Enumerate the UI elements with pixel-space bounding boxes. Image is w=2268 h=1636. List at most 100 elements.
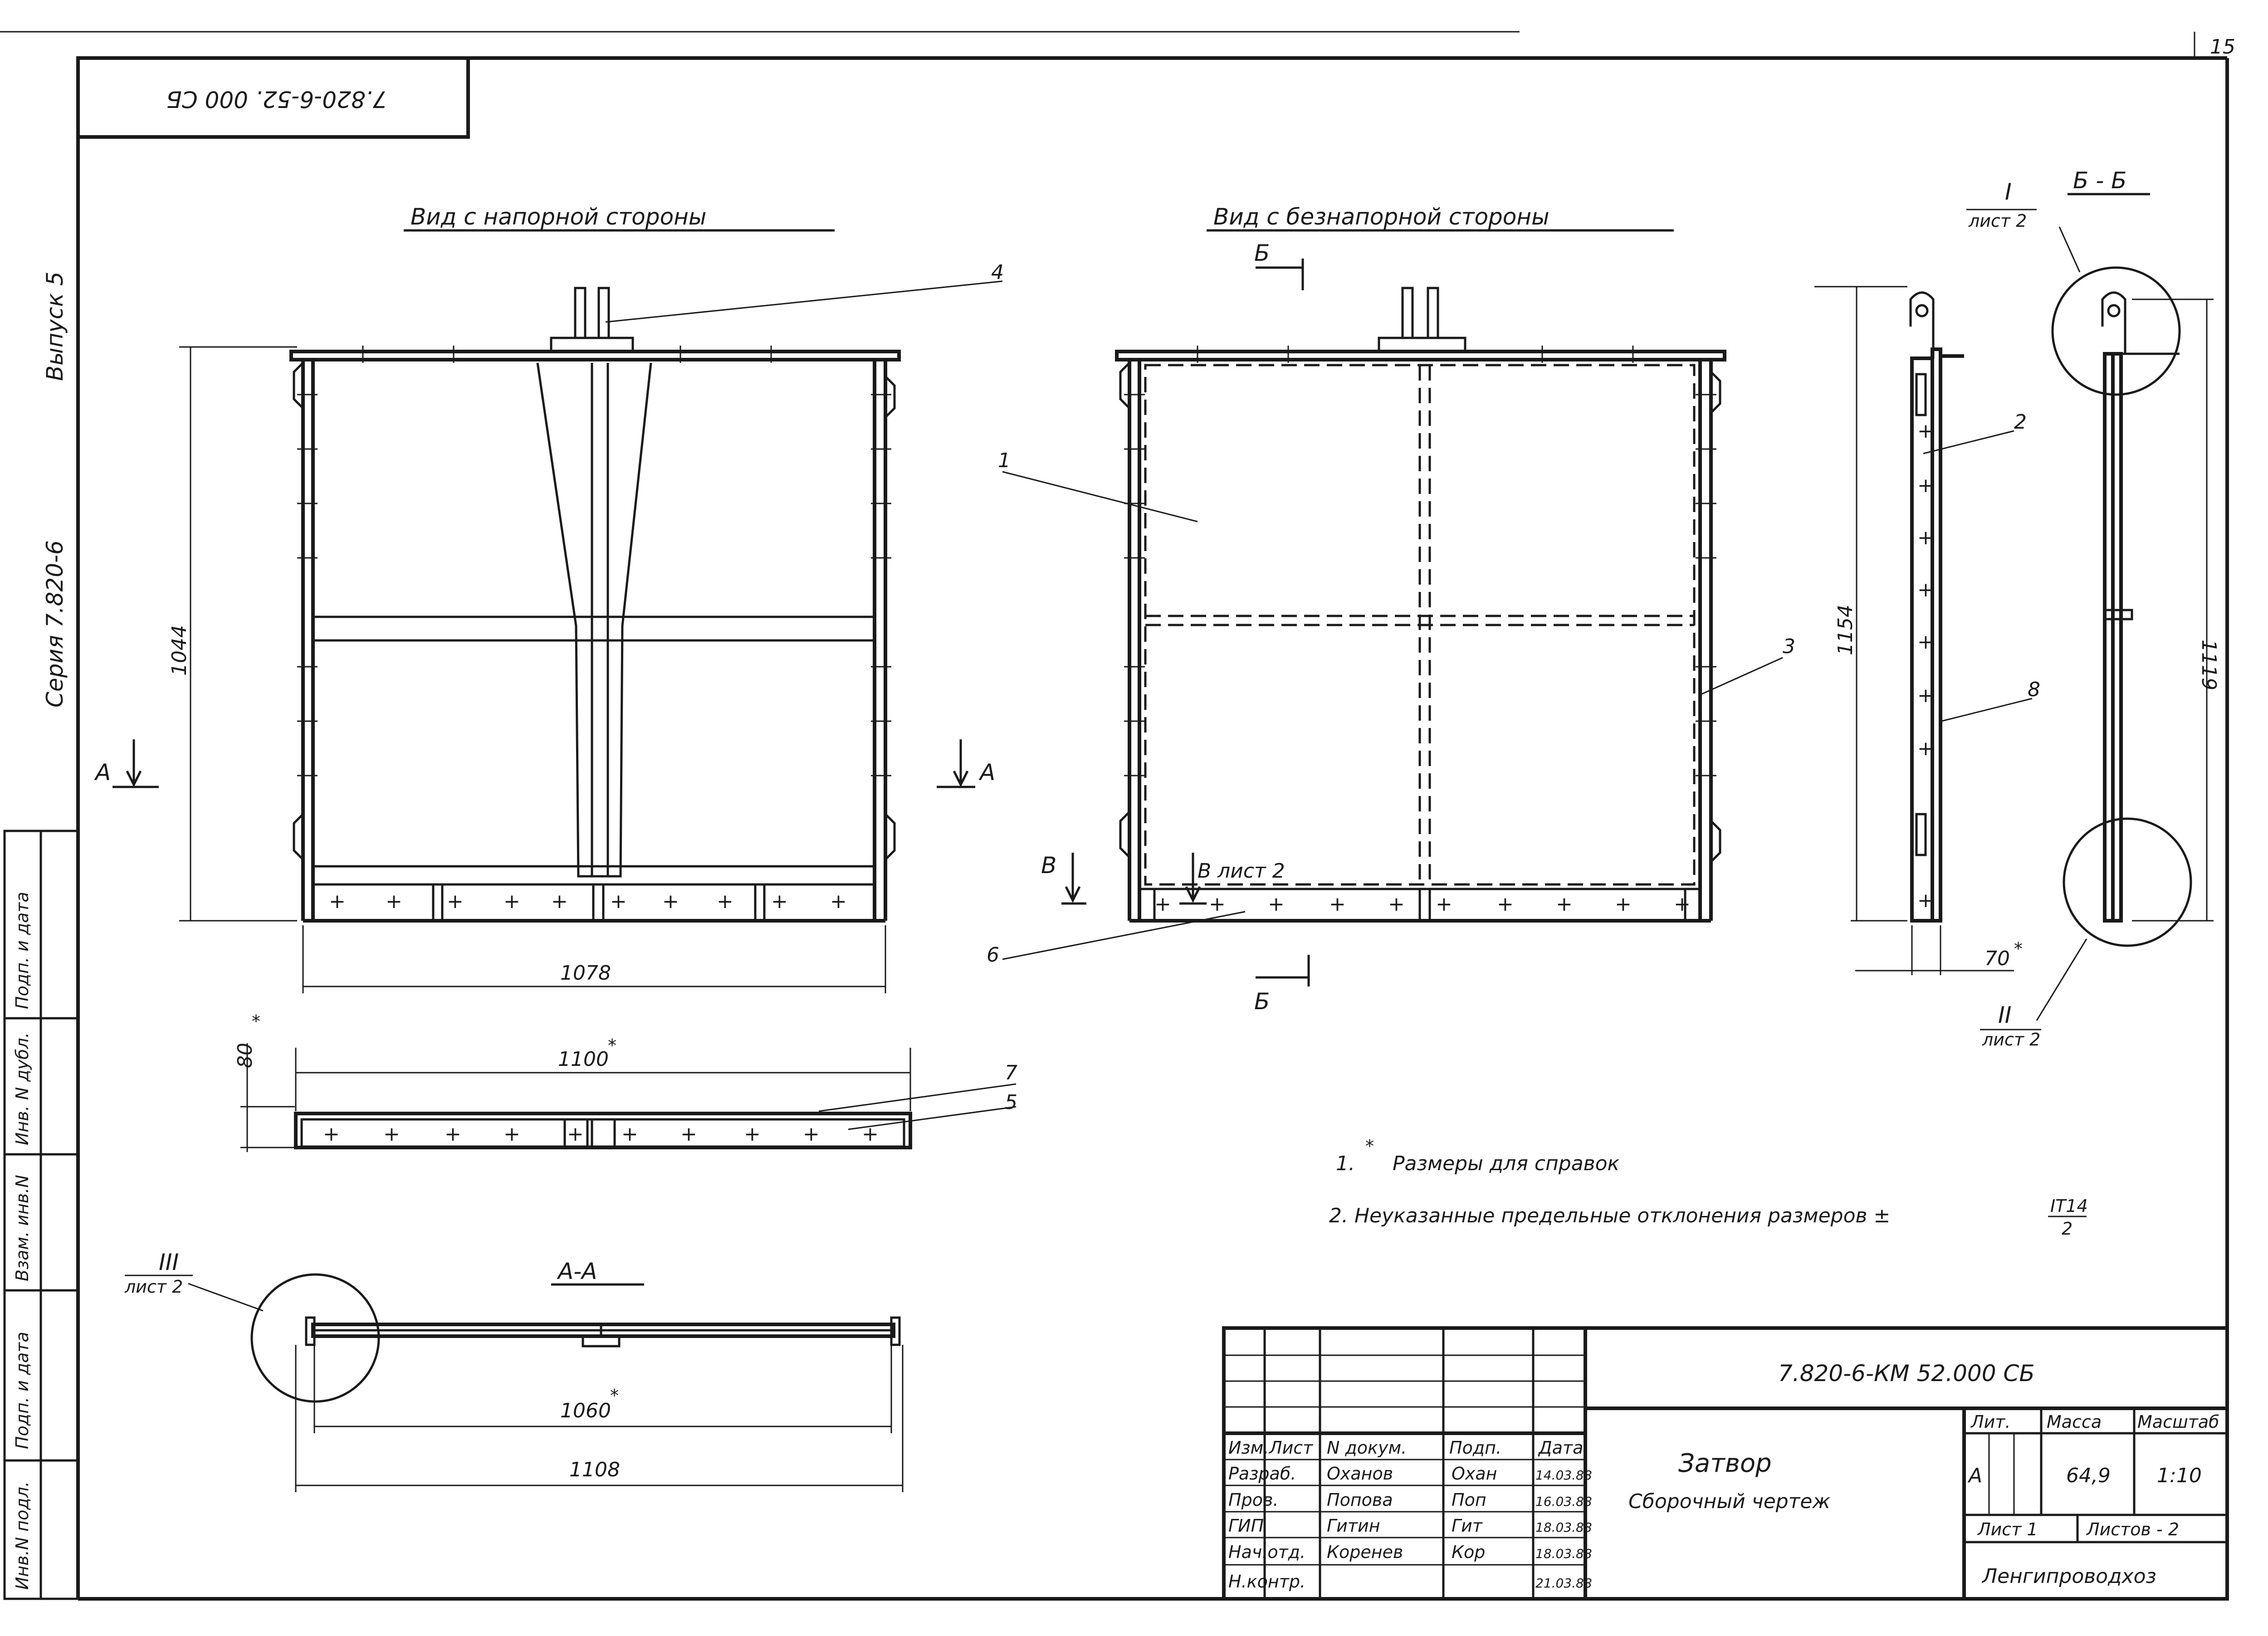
callout-3: 3 bbox=[1783, 635, 1795, 658]
section-v-left: В bbox=[1041, 852, 1056, 879]
sheets-count: Листов - 2 bbox=[2086, 1519, 2179, 1539]
svg-text:+: + bbox=[1917, 474, 1934, 497]
note-1-text: Размеры для справок bbox=[1393, 1152, 1620, 1175]
row-role: Пров. bbox=[1228, 1490, 1278, 1510]
detail-i-ref: лист 2 bbox=[1968, 211, 2027, 231]
svg-text:+: + bbox=[447, 890, 464, 913]
svg-text:+: + bbox=[771, 890, 788, 913]
central-rib bbox=[536, 362, 652, 878]
edge-ticks-front bbox=[297, 346, 891, 776]
svg-text:+: + bbox=[717, 890, 733, 913]
stamp-code: 7.820-6-52. 000 СБ bbox=[166, 86, 387, 112]
row-role: Н.контр. bbox=[1228, 1572, 1305, 1592]
dim-1044-label: 1044 bbox=[168, 625, 191, 676]
dim-1060-label: 1060 bbox=[560, 1399, 611, 1422]
callout-8: 8 bbox=[2028, 678, 2040, 701]
callout-1: 1 bbox=[998, 449, 1011, 472]
organization: Ленгипроводхоз bbox=[1981, 1565, 2156, 1588]
bolt-crosses-back: ++ ++ ++ ++ ++ bbox=[1154, 893, 1691, 916]
svg-text:+: + bbox=[1154, 893, 1171, 916]
section-bb: Б - Б 1119 I лист 2 II лист 2 bbox=[1966, 167, 2220, 1050]
side-lugs-back bbox=[1119, 362, 1721, 863]
svg-text:+: + bbox=[1917, 420, 1934, 443]
callout-4: 4 bbox=[991, 261, 1004, 284]
svg-text:+: + bbox=[803, 1123, 820, 1146]
detail-ii-label: II bbox=[1998, 1002, 2012, 1028]
note-2-text: 2. Неуказанные предельные отклонения раз… bbox=[1329, 1204, 1890, 1227]
col-header-date: Дата bbox=[1538, 1438, 1583, 1458]
dim-1078: 1078 bbox=[302, 925, 886, 993]
sheet-label: Лист 1 bbox=[1977, 1519, 2038, 1539]
side-view: ++ ++ ++ ++ 1154 70 * bbox=[1814, 286, 2023, 975]
mass-value: 64,9 bbox=[2066, 1464, 2111, 1487]
title-block: 7.820-6-КМ 52.000 СБ Затвор Сборочный че… bbox=[1222, 1326, 2229, 1601]
title-main: Затвор bbox=[1678, 1449, 1772, 1478]
scale-header: Масштаб bbox=[2137, 1412, 2219, 1432]
row-date: 14.03.88 bbox=[1535, 1468, 1592, 1483]
plan-bolt-crosses: ++ ++ ++ ++ ++ bbox=[323, 1123, 879, 1146]
svg-text:+: + bbox=[830, 890, 847, 913]
note-1-number: 1. bbox=[1336, 1152, 1355, 1175]
row-name: Гитин bbox=[1327, 1516, 1380, 1536]
svg-text:+: + bbox=[323, 1123, 340, 1146]
hidden-frame bbox=[1144, 364, 1696, 886]
issue-label: Выпуск 5 bbox=[42, 272, 68, 381]
row-date: 18.03.88 bbox=[1535, 1546, 1592, 1561]
side-strip: Серия 7.820-6 Выпуск 5 bbox=[42, 272, 68, 708]
dim-70-star: * bbox=[2014, 939, 2023, 959]
stamp-dup-inv: Инв. N дубл. bbox=[12, 1032, 32, 1145]
stamp-sign-date-2: Подп. и дата bbox=[12, 892, 32, 1009]
svg-text:+: + bbox=[1556, 893, 1573, 916]
svg-text:+: + bbox=[1917, 630, 1934, 654]
dim-1078-label: 1078 bbox=[560, 962, 611, 985]
dim-80-label: 80 bbox=[234, 1043, 257, 1068]
svg-text:+: + bbox=[1674, 893, 1691, 916]
detail-iii-label: III bbox=[159, 1249, 179, 1275]
svg-text:+: + bbox=[503, 890, 520, 913]
section-v-sheet-ref: В лист 2 bbox=[1198, 860, 1285, 883]
svg-text:+: + bbox=[1917, 526, 1934, 549]
detail-ii-ref: лист 2 bbox=[1982, 1030, 2040, 1050]
section-a-markers: А А bbox=[94, 739, 995, 788]
svg-text:+: + bbox=[567, 1123, 584, 1146]
back-view: ++ ++ ++ ++ ++ bbox=[1041, 240, 1726, 1015]
svg-text:+: + bbox=[1388, 893, 1405, 916]
row-role: Нач.отд. bbox=[1228, 1542, 1305, 1562]
svg-text:+: + bbox=[1615, 893, 1632, 916]
svg-text:+: + bbox=[621, 1123, 638, 1146]
callout-6: 6 bbox=[987, 943, 999, 967]
section-b-top-label: Б bbox=[1254, 240, 1270, 266]
stamp-replace-inv: Взам. инв.N bbox=[12, 1175, 32, 1281]
svg-text:+: + bbox=[1917, 578, 1934, 601]
row-name: Оханов bbox=[1327, 1464, 1393, 1484]
scale-value: 1:10 bbox=[2157, 1464, 2202, 1487]
dim-80-star: * bbox=[252, 1011, 260, 1031]
svg-text:+: + bbox=[1209, 893, 1226, 916]
dim-1119-label: 1119 bbox=[2197, 640, 2220, 690]
front-view-title: Вид с напорной стороны bbox=[411, 204, 706, 230]
row-date: 16.03.88 bbox=[1535, 1494, 1592, 1509]
dim-1100-label: 1100 bbox=[558, 1048, 609, 1071]
side-lugs-front bbox=[293, 362, 896, 860]
row-role: Разраб. bbox=[1228, 1464, 1296, 1484]
back-view-title: Вид с безнапорной стороны bbox=[1213, 204, 1549, 230]
detail-i-label: I bbox=[2005, 179, 2012, 205]
row-signature: Кор bbox=[1452, 1542, 1485, 1562]
callout-5: 5 bbox=[1005, 1091, 1017, 1114]
rotated-stamp: 7.820-6-52. 000 СБ bbox=[76, 56, 470, 139]
section-a-right: А bbox=[978, 759, 995, 786]
title-sub: Сборочный чертеж bbox=[1628, 1490, 1830, 1513]
lit-header: Лит. bbox=[1970, 1412, 2011, 1432]
note-2-fraction-bottom: 2 bbox=[2062, 1219, 2072, 1239]
dim-1044: 1044 bbox=[168, 346, 297, 922]
row-name: Попова bbox=[1327, 1490, 1393, 1510]
svg-text:+: + bbox=[329, 890, 346, 913]
section-b-markers: Б Б bbox=[1254, 240, 1310, 1015]
svg-text:+: + bbox=[503, 1123, 520, 1146]
section-bb-title: Б - Б bbox=[2073, 167, 2126, 194]
note-2-fraction-top: IT14 bbox=[2050, 1196, 2088, 1216]
stamp-sign-date-1: Подп. и дата bbox=[12, 1332, 32, 1449]
section-v-markers: В В лист 2 bbox=[1041, 852, 1285, 905]
detail-i-circle bbox=[2051, 266, 2181, 396]
mass-header: Масса bbox=[2047, 1412, 2102, 1432]
